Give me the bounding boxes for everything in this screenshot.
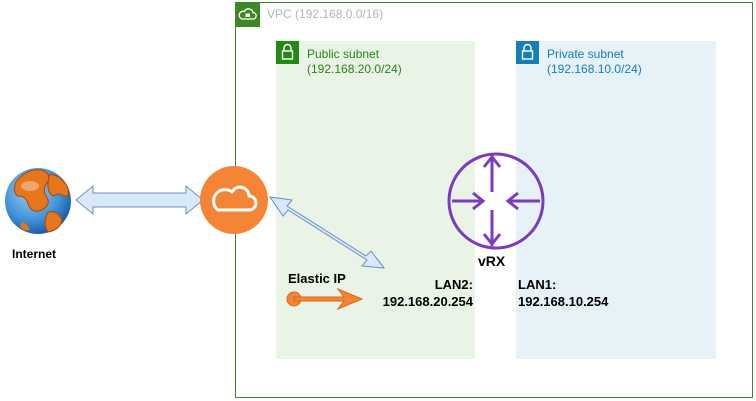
public-subnet-cidr: (192.168.20.0/24) bbox=[307, 62, 402, 76]
gateway-lan2-link-arrow bbox=[268, 196, 386, 269]
lan2-label: LAN2: 192.168.20.254 bbox=[367, 276, 473, 310]
internet-gateway-icon bbox=[200, 166, 268, 234]
private-subnet-title: Private subnet (192.168.10.0/24) bbox=[547, 47, 642, 77]
lan1-label: LAN1: 192.168.10.254 bbox=[518, 276, 608, 310]
internet-globe-icon bbox=[5, 168, 71, 234]
vpc-title: VPC (192.168.0.0/16) bbox=[267, 7, 384, 21]
elastic-ip-arrow bbox=[286, 287, 364, 311]
internet-gateway-link-arrow bbox=[75, 184, 204, 216]
public-subnet-container bbox=[276, 41, 475, 359]
elastic-ip-label: Elastic IP bbox=[288, 271, 346, 286]
lan1-name: LAN1: bbox=[518, 277, 557, 292]
private-subnet-name: Private subnet bbox=[547, 47, 624, 61]
lan1-ip: 192.168.10.254 bbox=[518, 294, 609, 309]
public-subnet-title: Public subnet (192.168.20.0/24) bbox=[307, 47, 402, 77]
private-subnet-cidr: (192.168.10.0/24) bbox=[547, 62, 642, 76]
internet-label: Internet bbox=[12, 247, 57, 261]
public-subnet-name: Public subnet bbox=[307, 47, 380, 61]
vrx-label: vRX bbox=[478, 253, 506, 269]
private-subnet-container bbox=[516, 41, 716, 359]
private-subnet-lock-icon bbox=[516, 41, 539, 64]
public-subnet-lock-icon bbox=[276, 41, 299, 64]
lan2-name: LAN2: bbox=[434, 277, 473, 292]
vpc-icon bbox=[235, 2, 260, 27]
vrx-router-icon bbox=[447, 152, 545, 250]
lan2-ip: 192.168.20.254 bbox=[382, 294, 473, 309]
